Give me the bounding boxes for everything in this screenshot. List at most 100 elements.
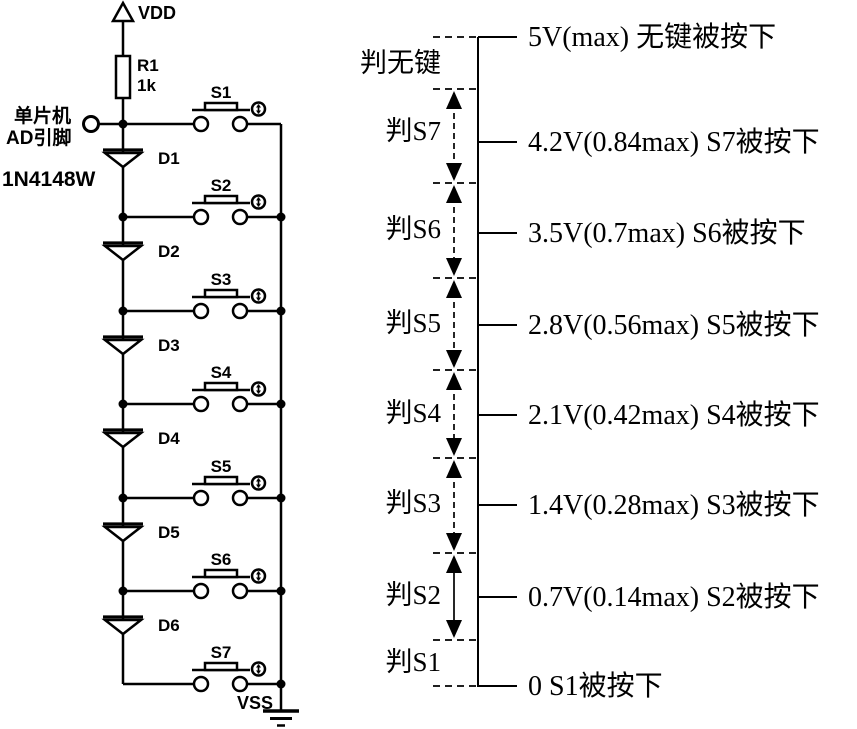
switch-button-cap xyxy=(203,381,239,392)
junction-dot xyxy=(276,493,286,503)
arrowhead-up xyxy=(446,555,462,573)
arrowhead-up xyxy=(446,91,462,109)
range-arrow xyxy=(446,280,462,368)
resistor-ref-label: R1 xyxy=(137,56,159,75)
vdd-arrow-icon xyxy=(110,0,136,23)
switch-label: S7 xyxy=(211,643,232,662)
diode-d3: D3 xyxy=(101,335,180,356)
region-label: 判S7 xyxy=(385,116,441,146)
switch-label: S5 xyxy=(211,457,232,476)
vdd-label: VDD xyxy=(138,3,176,23)
circuit-schematic: VDD R1 1k 单片机 AD引脚 1N4148W S1S2S3S4S5S6S… xyxy=(2,0,299,727)
level-label: 0 S1被按下 xyxy=(528,670,663,702)
ad-pin-terminal: 单片机 AD引脚 xyxy=(6,104,123,149)
switch-s6: S6 xyxy=(123,550,281,600)
junction-dot xyxy=(118,212,128,222)
press-arrow-up xyxy=(256,664,261,668)
press-direction-icon xyxy=(250,475,267,491)
resistor-r1: R1 1k xyxy=(114,54,159,100)
arrowhead-up xyxy=(446,372,462,390)
power-vdd: VDD xyxy=(110,0,176,23)
switch-terminal xyxy=(192,675,210,693)
press-arrow-down xyxy=(256,577,261,581)
press-direction-icon xyxy=(250,101,267,117)
switch-button-cap xyxy=(203,288,239,299)
switch-s3: S3 xyxy=(123,270,281,320)
junction-dot xyxy=(276,212,286,222)
arrowhead-down xyxy=(446,620,462,638)
press-arrow-up xyxy=(256,478,261,482)
arrowhead-down xyxy=(446,438,462,456)
switch-terminal xyxy=(231,395,249,413)
switch-button-cap xyxy=(203,661,239,672)
switch-s4: S4 xyxy=(123,363,281,413)
region-label: 判S3 xyxy=(385,488,441,518)
switch-terminal xyxy=(231,302,249,320)
switch-terminal xyxy=(192,489,210,507)
diode-d1: D1 xyxy=(101,148,180,169)
switch-terminal xyxy=(192,582,210,600)
mcu-label-line1: 单片机 xyxy=(14,104,71,127)
arrowhead-down xyxy=(446,258,462,276)
press-arrow-down xyxy=(256,110,261,114)
region-label: 判S2 xyxy=(385,580,441,610)
switch-button-cap xyxy=(203,101,239,112)
diode-triangle xyxy=(101,525,145,543)
diode-triangle xyxy=(101,431,145,449)
switch-terminal xyxy=(231,489,249,507)
press-arrow-up xyxy=(256,291,261,295)
switch-terminal xyxy=(231,208,249,226)
diode-triangle xyxy=(101,244,145,262)
diode-d2: D2 xyxy=(101,241,180,262)
junction-dot xyxy=(276,399,286,409)
region-label: 判S1 xyxy=(385,647,441,677)
resistor-body xyxy=(114,54,132,100)
switch-terminal xyxy=(192,208,210,226)
switch-label: S1 xyxy=(211,83,232,102)
junction-dot xyxy=(118,586,128,596)
switch-s2: S2 xyxy=(123,176,281,226)
level-label: 1.4V(0.28max) S3被按下 xyxy=(528,489,820,521)
region-label: 判无键 xyxy=(360,48,441,78)
mcu-label-line2: AD引脚 xyxy=(6,127,71,149)
range-arrow xyxy=(446,555,462,638)
switch-label: S3 xyxy=(211,270,232,289)
switch-terminal xyxy=(192,395,210,413)
pin-terminal-icon xyxy=(82,115,100,133)
switch-label: S2 xyxy=(211,176,232,195)
diode-triangle xyxy=(101,338,145,356)
switch-s7: S7 xyxy=(123,643,281,693)
level-label: 2.1V(0.42max) S4被按下 xyxy=(528,399,820,431)
vss-label: VSS xyxy=(237,693,273,713)
arrowhead-up xyxy=(446,185,462,203)
press-arrow-up xyxy=(256,571,261,575)
junction-dot xyxy=(118,119,128,129)
diode-label: D1 xyxy=(158,149,180,168)
press-direction-icon xyxy=(250,568,267,584)
arrowhead-down xyxy=(446,350,462,368)
diode-label: D5 xyxy=(158,523,180,542)
press-direction-icon xyxy=(250,381,267,397)
switch-button-cap xyxy=(203,475,239,486)
diode-d5: D5 xyxy=(101,522,180,543)
level-label: 5V(max) 无键被按下 xyxy=(528,21,776,53)
resistor-value-label: 1k xyxy=(137,76,156,95)
diode-triangle xyxy=(101,618,145,636)
diode-label: D6 xyxy=(158,616,180,635)
press-arrow-down xyxy=(256,203,261,207)
range-arrow xyxy=(446,372,462,456)
switch-label: S4 xyxy=(211,363,232,382)
switch-button-cap xyxy=(203,568,239,579)
level-label: 2.8V(0.56max) S5被按下 xyxy=(528,309,820,341)
region-label: 判S4 xyxy=(385,398,441,428)
press-arrow-down xyxy=(256,484,261,488)
press-direction-icon xyxy=(250,661,267,677)
press-arrow-down xyxy=(256,670,261,674)
junction-dot xyxy=(118,306,128,316)
arrowhead-down xyxy=(446,533,462,551)
switch-s5: S5 xyxy=(123,457,281,507)
arrowhead-up xyxy=(446,280,462,298)
